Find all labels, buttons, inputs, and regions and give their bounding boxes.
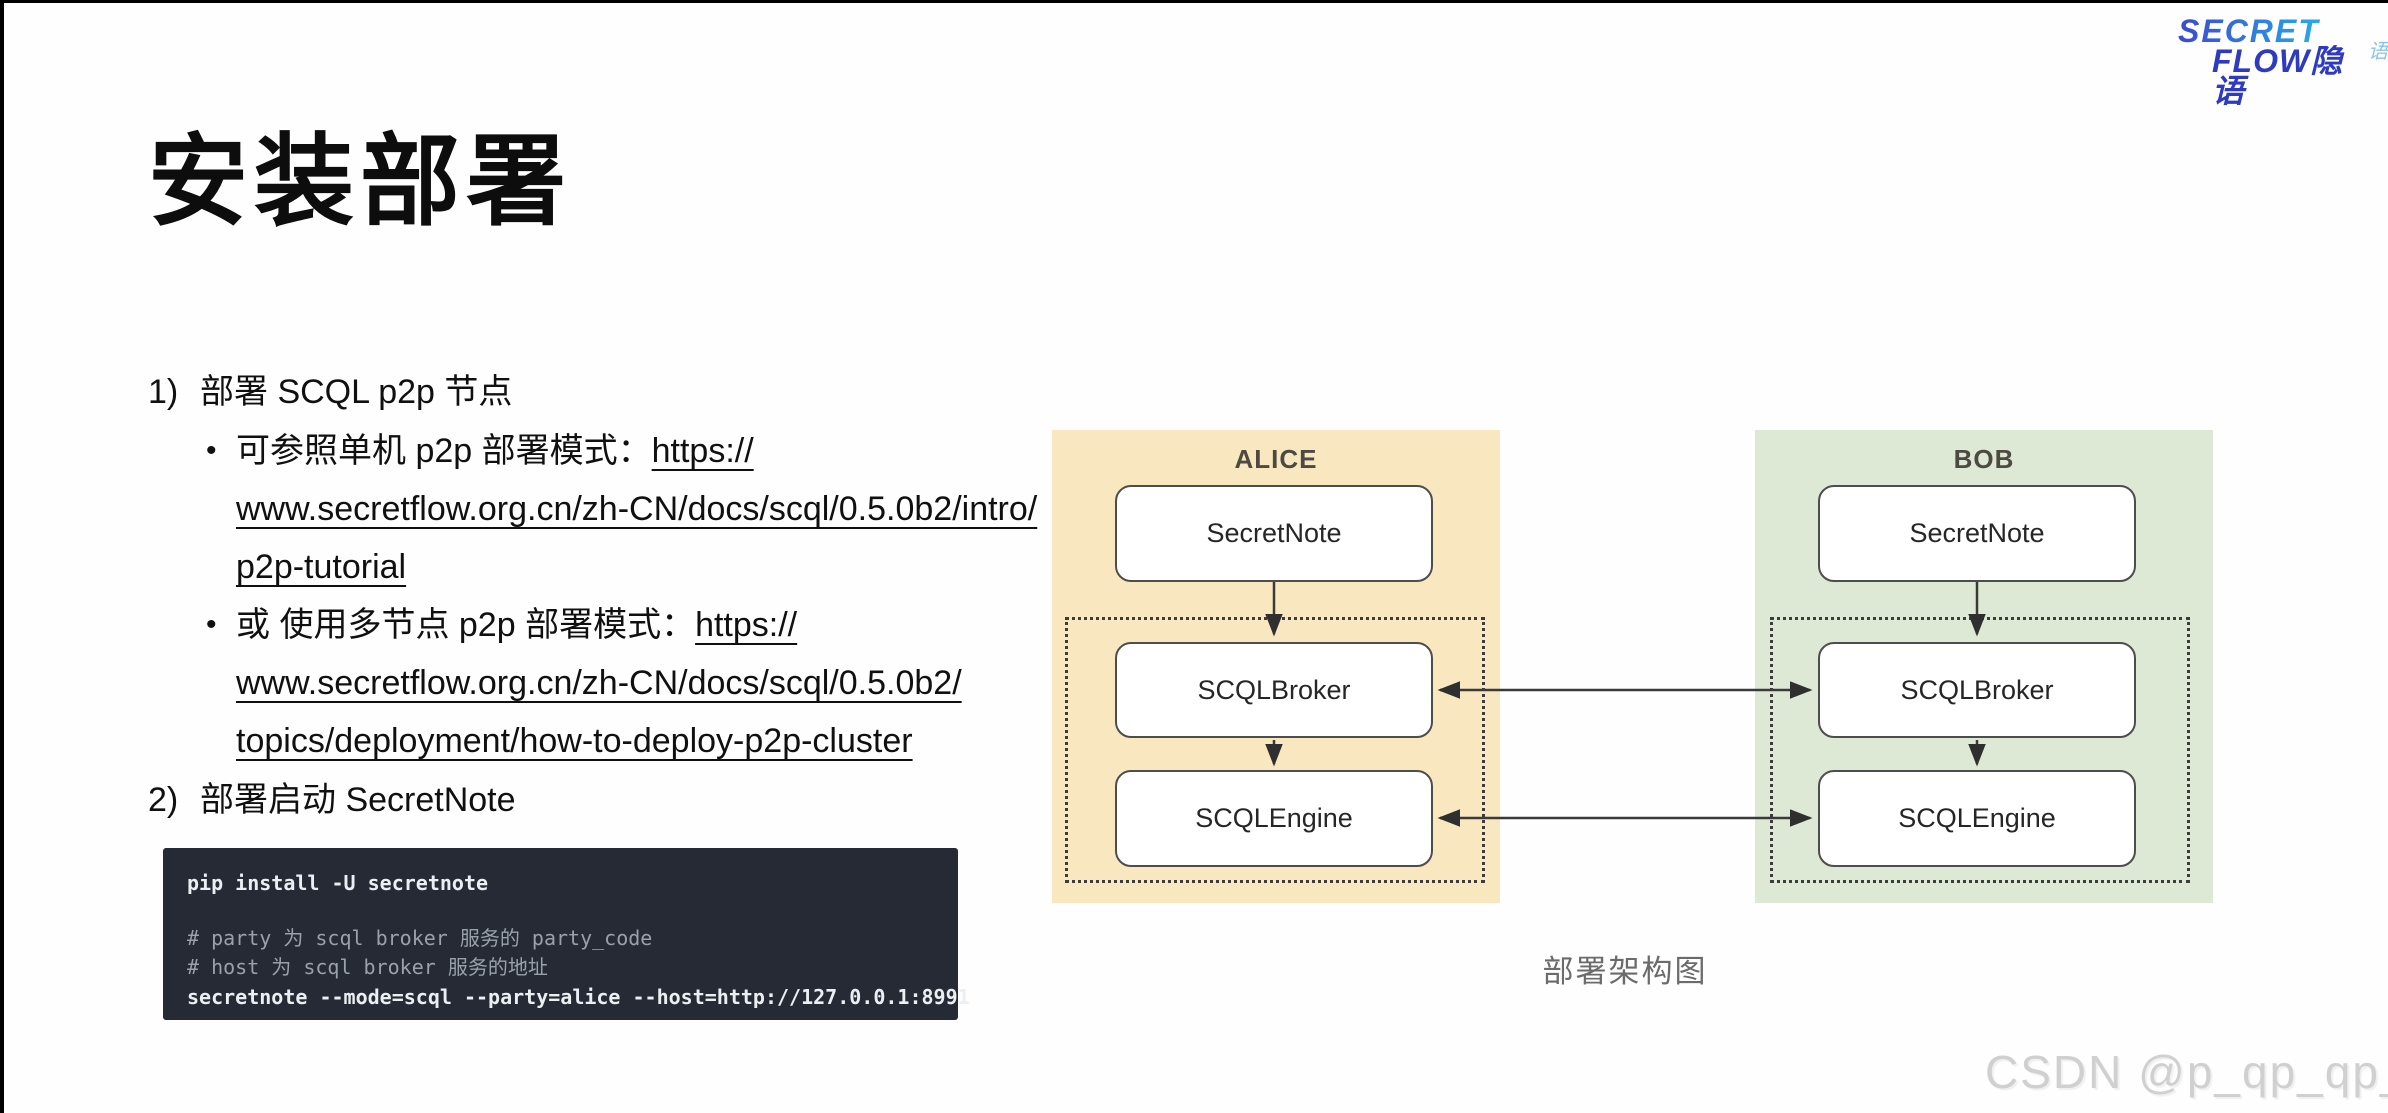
csdn-watermark: CSDN @p_qp_qp_q xyxy=(1985,1046,2388,1098)
step-1-text: 部署 SCQL p2p 节点 xyxy=(200,373,513,411)
node-scqlbroker-alice: SCQLBroker xyxy=(1115,642,1433,738)
logo-flow-row: FLOW隐语 语 xyxy=(2178,42,2388,109)
deployment-steps: 1)部署 SCQL p2p 节点 可参照单机 p2p 部署模式：https://… xyxy=(148,362,1037,830)
code-comment-party: # party 为 scql broker 服务的 party_code xyxy=(187,926,653,950)
logo-badge-glyph: 语 xyxy=(2368,41,2388,63)
step-1-marker: 1) xyxy=(148,373,179,411)
bullet-line: p2p-tutorial xyxy=(236,538,1028,596)
code-pip-install: pip install -U secretnote xyxy=(187,871,489,895)
bullet-line: 可参照单机 p2p 部署模式：https:// xyxy=(236,422,1028,480)
diagram-caption: 部署架构图 xyxy=(1542,954,1708,989)
bullet-single-node-mode: 可参照单机 p2p 部署模式：https:// www.secretflow.o… xyxy=(148,422,1037,596)
logo-secret-text: SECRET xyxy=(2178,15,2388,47)
link-p2p-cluster-scheme[interactable]: https:// xyxy=(695,606,798,644)
node-scqlengine-alice: SCQLEngine xyxy=(1115,770,1433,867)
bullet-multi-node-mode: 或 使用多节点 p2p 部署模式：https:// www.secretflow… xyxy=(148,596,1028,770)
node-secretnote-bob: SecretNote xyxy=(1818,485,2136,582)
node-secretnote-alice: SecretNote xyxy=(1115,485,1433,582)
left-border xyxy=(0,0,4,1113)
bob-label: BOB xyxy=(1953,444,2015,474)
bullet-prefix: 可参照单机 p2p 部署模式： xyxy=(236,432,652,470)
step-2-text: 部署启动 SecretNote xyxy=(200,781,516,819)
logo-flow-text: FLOW隐语 xyxy=(2212,43,2344,109)
node-scqlbroker-bob: SCQLBroker xyxy=(1818,642,2136,738)
panel-bob: BOB SecretNote SCQLBroker SCQLEngine xyxy=(1755,430,2213,903)
secretflow-logo: SECRET FLOW隐语 语 xyxy=(2178,15,2388,109)
link-p2p-tutorial-host[interactable]: www.secretflow.org.cn/zh-CN/docs/scql/0.… xyxy=(236,490,1038,528)
code-comment-host: # host 为 scql broker 服务的地址 xyxy=(187,955,548,979)
page-title: 安装部署 xyxy=(148,126,572,238)
step-2-heading: 2) 部署启动 SecretNote xyxy=(148,770,1028,830)
link-p2p-tutorial-scheme[interactable]: https:// xyxy=(651,432,754,470)
code-blank-line xyxy=(187,898,958,924)
step-1-heading: 1) 部署 SCQL p2p 节点 xyxy=(148,362,1028,422)
panel-alice: ALICE SecretNote SCQLBroker SCQLEngine xyxy=(1052,430,1500,903)
alice-label: ALICE xyxy=(1234,444,1318,474)
code-block: pip install -U secretnote # party 为 scql… xyxy=(163,848,970,1020)
link-p2p-cluster-host[interactable]: www.secretflow.org.cn/zh-CN/docs/scql/0.… xyxy=(236,664,962,702)
bullet-line: www.secretflow.org.cn/zh-CN/docs/scql/0.… xyxy=(236,654,1028,712)
bullet-prefix: 或 使用多节点 p2p 部署模式： xyxy=(236,606,696,644)
bullet-line: topics/deployment/how-to-deploy-p2p-clus… xyxy=(236,712,1028,770)
step-2-marker: 2) xyxy=(148,781,179,819)
code-secretnote-cmd: secretnote --mode=scql --party=alice --h… xyxy=(187,985,970,1009)
link-p2p-cluster-path[interactable]: topics/deployment/how-to-deploy-p2p-clus… xyxy=(236,722,913,760)
bullet-line: 或 使用多节点 p2p 部署模式：https:// xyxy=(236,596,1028,654)
bullet-line: www.secretflow.org.cn/zh-CN/docs/scql/0.… xyxy=(236,480,1037,538)
link-p2p-tutorial-path[interactable]: p2p-tutorial xyxy=(236,548,407,586)
node-scqlengine-bob: SCQLEngine xyxy=(1818,770,2136,867)
top-border xyxy=(0,0,2388,3)
